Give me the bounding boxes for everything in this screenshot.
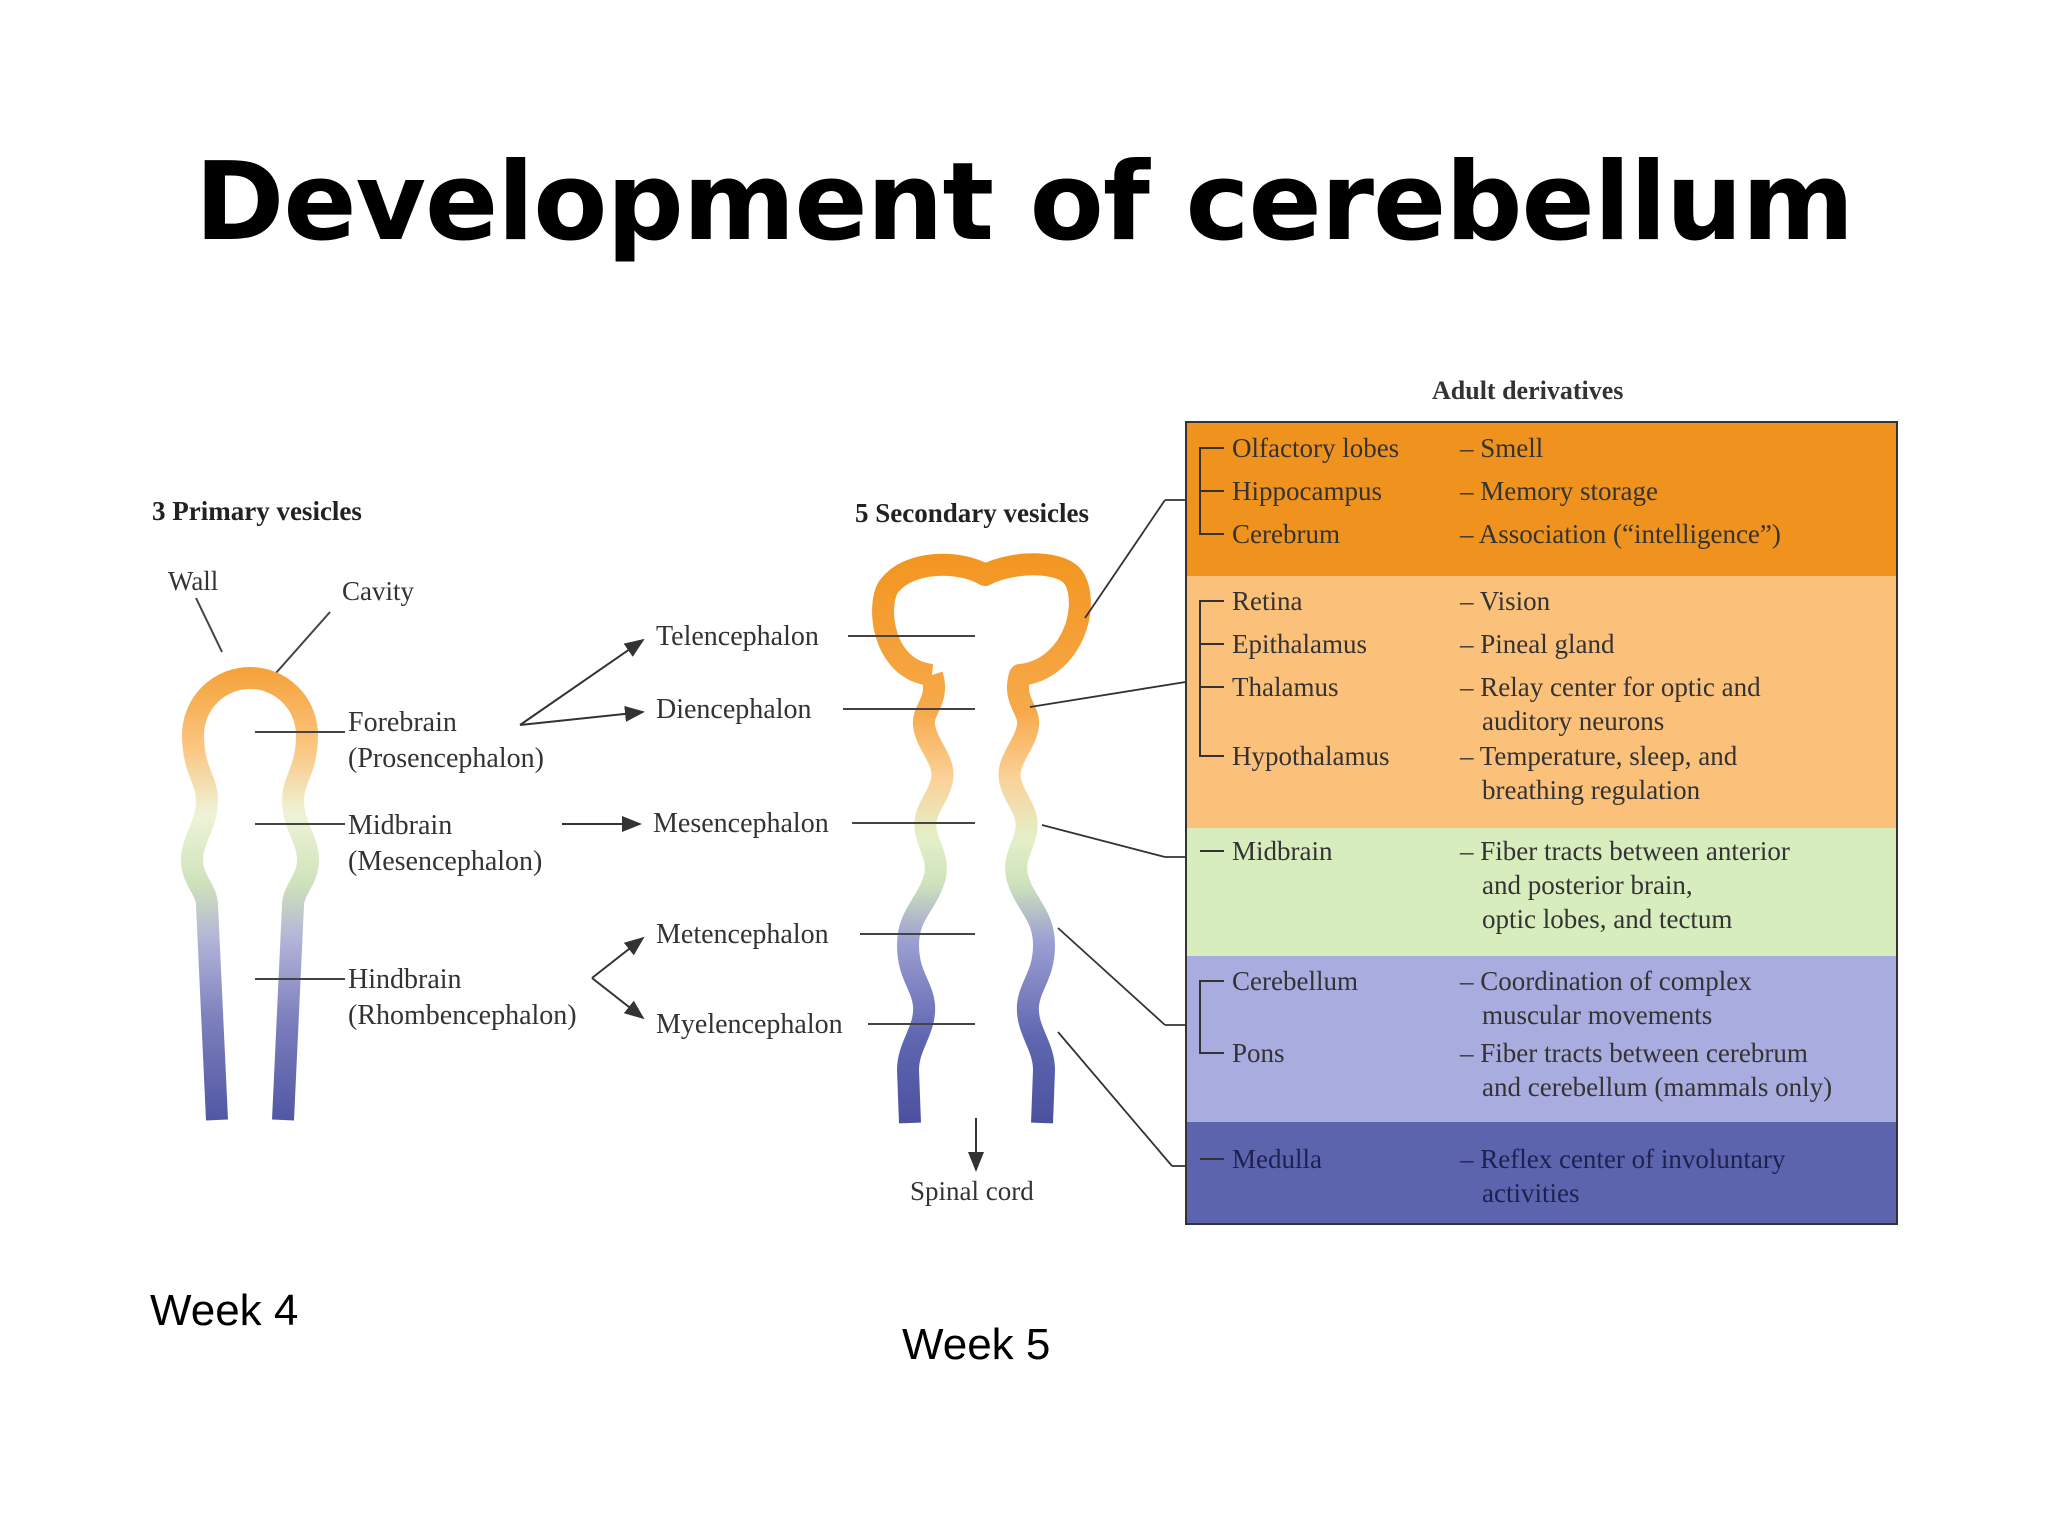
- slide-title: Development of cerebellum: [194, 140, 1855, 265]
- midbrain-label: Midbrain (Mesencephalon): [348, 810, 542, 877]
- metencephalon-label: Metencephalon: [656, 919, 829, 950]
- telencephalon-label: Telencephalon: [656, 621, 819, 652]
- function-label: – Memory storage: [1459, 476, 1658, 506]
- arrow-to-diencephalon: [519, 705, 645, 726]
- function-label: – Pineal gland: [1459, 629, 1615, 659]
- derivative-band-3: [1186, 828, 1897, 956]
- wall-pointer: [195, 597, 223, 653]
- derivative-band-2: [1186, 576, 1897, 828]
- derivative-band-1: [1186, 422, 1897, 576]
- secondary-vesicles-group: 5 Secondary vesicles Spinal cord Telence…: [653, 498, 1205, 1206]
- primary-vesicles-heading: 3 Primary vesicles: [152, 496, 362, 526]
- primary-vesicles-group: 3 Primary vesicles Wall Cavity Forebrain…: [152, 496, 577, 1121]
- structure-label: Epithalamus: [1232, 629, 1367, 659]
- hindbrain-label: Hindbrain (Rhombencephalon): [348, 964, 577, 1031]
- mesencephalon-label: Mesencephalon: [653, 808, 829, 839]
- derivative-band-4: [1186, 956, 1897, 1122]
- derivative-band-5: [1186, 1122, 1897, 1224]
- structure-label: Hypothalamus: [1232, 741, 1389, 771]
- structure-label: Midbrain: [1232, 836, 1333, 866]
- structure-label: Hippocampus: [1232, 476, 1382, 506]
- adult-derivatives-heading: Adult derivatives: [1432, 376, 1623, 405]
- adult-derivatives-table: Adult derivatives Olfactory lobes – Smell…: [1185, 376, 1898, 1225]
- wall-label: Wall: [168, 566, 218, 596]
- secondary-vesicles-heading: 5 Secondary vesicles: [855, 498, 1089, 528]
- function-label: – Smell: [1459, 433, 1543, 463]
- week-5-caption: Week 5: [902, 1320, 1051, 1369]
- function-label: – Vision: [1459, 586, 1551, 616]
- forebrain-label: Forebrain (Prosencephalon): [348, 707, 544, 774]
- structure-label: Medulla: [1232, 1144, 1322, 1174]
- myelencephalon-label: Myelencephalon: [656, 1009, 843, 1040]
- structure-label: Retina: [1232, 586, 1302, 616]
- structure-label: Thalamus: [1232, 672, 1338, 702]
- diencephalon-label: Diencephalon: [656, 694, 812, 725]
- spinal-cord-label: Spinal cord: [910, 1176, 1034, 1206]
- arrow-to-telencephalon: [519, 638, 645, 726]
- week-4-caption: Week 4: [150, 1286, 299, 1335]
- primary-neural-tube: [181, 667, 319, 1121]
- arrow-to-myelencephalon: [591, 977, 645, 1020]
- structure-label: Pons: [1232, 1038, 1285, 1068]
- cavity-pointer: [267, 611, 331, 683]
- arrow-to-metencephalon: [591, 936, 645, 979]
- transition-arrows: [519, 638, 645, 1020]
- connector-lines: [1029, 499, 1205, 1167]
- secondary-leaders: [843, 635, 975, 1025]
- secondary-neural-tube: [872, 553, 1091, 1124]
- structure-label: Cerebellum: [1232, 966, 1358, 996]
- structure-label: Olfactory lobes: [1232, 433, 1399, 463]
- table-border: [1185, 421, 1898, 1225]
- function-label: – Association (“intelligence”): [1459, 519, 1781, 549]
- cavity-label: Cavity: [342, 576, 414, 606]
- structure-label: Cerebrum: [1232, 519, 1340, 549]
